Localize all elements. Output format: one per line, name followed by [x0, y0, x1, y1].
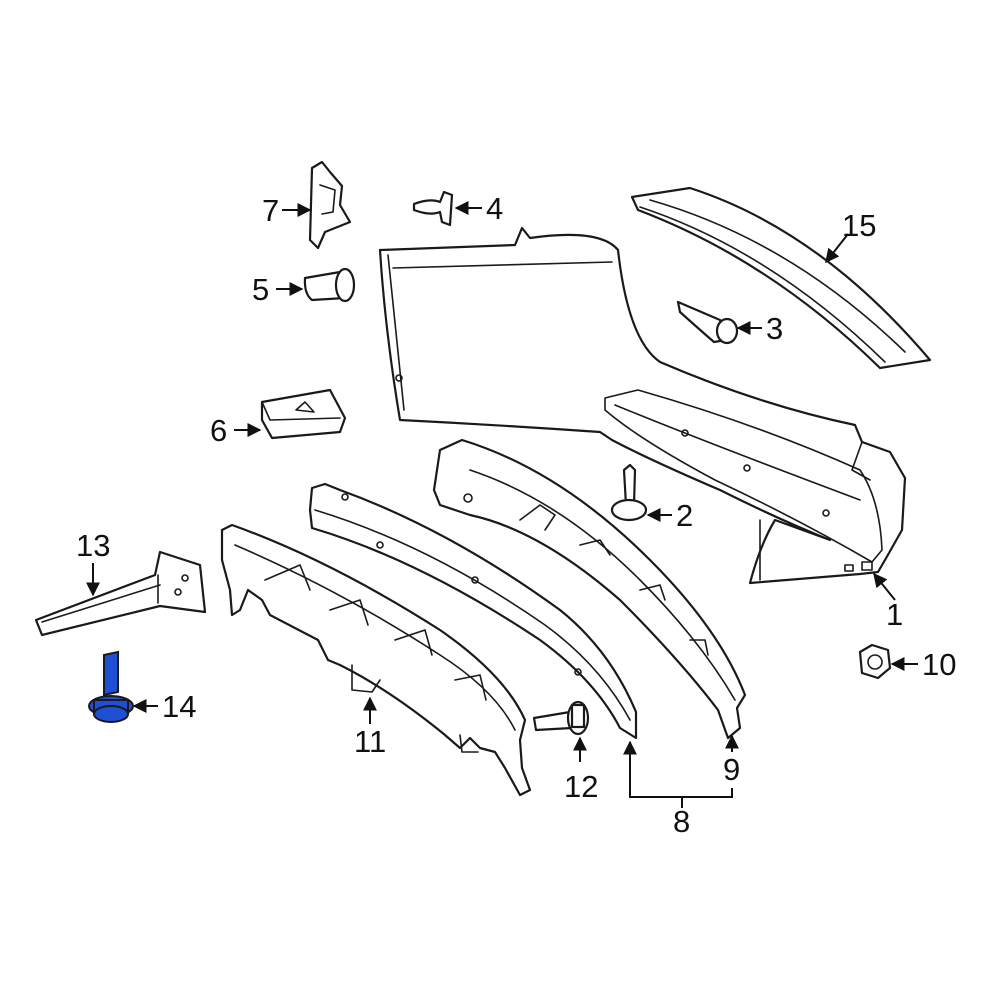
svg-text:4: 4	[486, 191, 503, 226]
callout-9: 9	[723, 734, 740, 787]
svg-text:13: 13	[76, 528, 110, 563]
part-13-bracket[interactable]	[34, 550, 207, 637]
part-6-mount-bracket[interactable]	[260, 388, 347, 440]
callout-11: 11	[354, 696, 386, 759]
part-15-upper-trim-strip[interactable]	[630, 186, 932, 370]
part-3-screw[interactable]	[676, 300, 739, 345]
part-5-rivet[interactable]	[303, 267, 356, 303]
svg-text:12: 12	[564, 769, 598, 804]
svg-text:10: 10	[922, 647, 956, 682]
callout-15: 15	[825, 208, 876, 264]
callout-3: 3	[736, 311, 783, 346]
part-4-push-pin[interactable]	[412, 190, 454, 227]
callout-12: 12	[564, 736, 598, 804]
svg-text:14: 14	[162, 689, 196, 724]
callout-6: 6	[210, 413, 262, 448]
svg-text:9: 9	[723, 752, 740, 787]
svg-text:11: 11	[354, 724, 386, 759]
callout-5: 5	[252, 272, 304, 307]
svg-text:3: 3	[766, 311, 783, 346]
part-10-nut[interactable]	[858, 643, 892, 680]
svg-text:15: 15	[842, 208, 876, 243]
part-14-bolt-highlighted[interactable]	[88, 650, 134, 723]
svg-text:6: 6	[210, 413, 227, 448]
part-9-energy-absorber[interactable]	[432, 438, 747, 740]
part-11-lower-absorber[interactable]	[220, 523, 532, 797]
callout-7: 7	[262, 193, 312, 228]
svg-text:2: 2	[676, 498, 693, 533]
callout-2: 2	[646, 498, 693, 533]
part-8-reinforcement-beam[interactable]	[308, 482, 638, 740]
svg-text:5: 5	[252, 272, 269, 307]
part-12-bolt[interactable]	[532, 700, 590, 736]
callout-13: 13	[76, 528, 110, 597]
callout-8: 8	[623, 740, 733, 839]
callout-4: 4	[454, 191, 503, 226]
part-1-bumper-cover[interactable]	[378, 226, 907, 585]
callout-14: 14	[132, 689, 196, 724]
svg-text:7: 7	[262, 193, 279, 228]
svg-text:8: 8	[673, 804, 690, 839]
callout-10: 10	[890, 647, 956, 682]
callout-1: 1	[873, 572, 903, 632]
svg-text:1: 1	[886, 597, 903, 632]
part-2-retainer[interactable]	[610, 463, 648, 522]
part-7-clip-bracket[interactable]	[308, 160, 352, 250]
